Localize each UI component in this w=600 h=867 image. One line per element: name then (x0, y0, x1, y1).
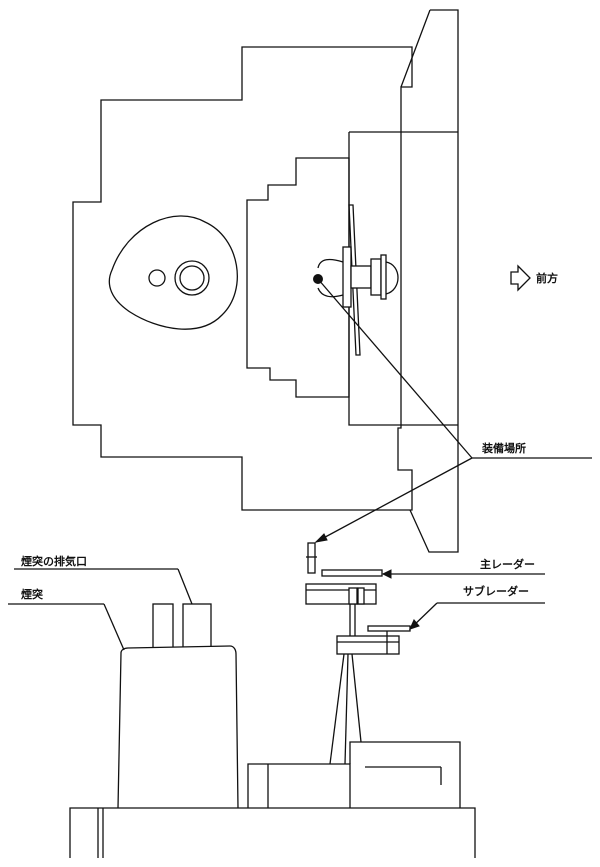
forward-label: 前方 (536, 271, 558, 285)
sub-radar-callout: サブレーダー (409, 584, 545, 630)
side-view (69, 542, 476, 858)
funnel-exhaust-right (182, 603, 212, 653)
main-radar-antenna (321, 569, 383, 577)
bridge-block (348, 131, 458, 426)
funnel-label: 煙突 (21, 587, 43, 601)
deckhouse-right (349, 741, 461, 808)
sub-radar-platform (336, 635, 400, 655)
mount-location-leaders: 装備場所 (314, 278, 592, 543)
deckhouse-left (247, 763, 351, 808)
arrow-right-outline-icon (510, 264, 531, 292)
large-hole-inner (179, 265, 205, 291)
top-view: 前方 (72, 9, 558, 553)
main-radar-platform (305, 583, 377, 605)
small-hole (148, 269, 166, 287)
superstructure-outline (72, 46, 413, 511)
funnel (117, 645, 239, 809)
funnel-exhaust-callout: 煙突の排気口 (14, 554, 193, 605)
sub-radar-antenna (367, 625, 411, 632)
mount-location-label: 装備場所 (481, 441, 526, 455)
bow-wedge (400, 9, 459, 553)
mast-radar-unit (307, 542, 316, 574)
radar-antenna-top (313, 204, 399, 356)
cam-casing (108, 215, 238, 330)
large-hole-outer (174, 260, 210, 296)
funnel-exhaust-label: 煙突の排気口 (21, 554, 87, 568)
main-radar-callout: 主レーダー (381, 557, 545, 579)
hull-deck (69, 807, 476, 858)
funnel-exhaust-left (152, 603, 174, 653)
sub-radar-label: サブレーダー (463, 584, 529, 598)
funnel-callout: 煙突 (8, 587, 125, 651)
main-radar-label: 主レーダー (480, 557, 535, 571)
inner-block (246, 157, 350, 398)
